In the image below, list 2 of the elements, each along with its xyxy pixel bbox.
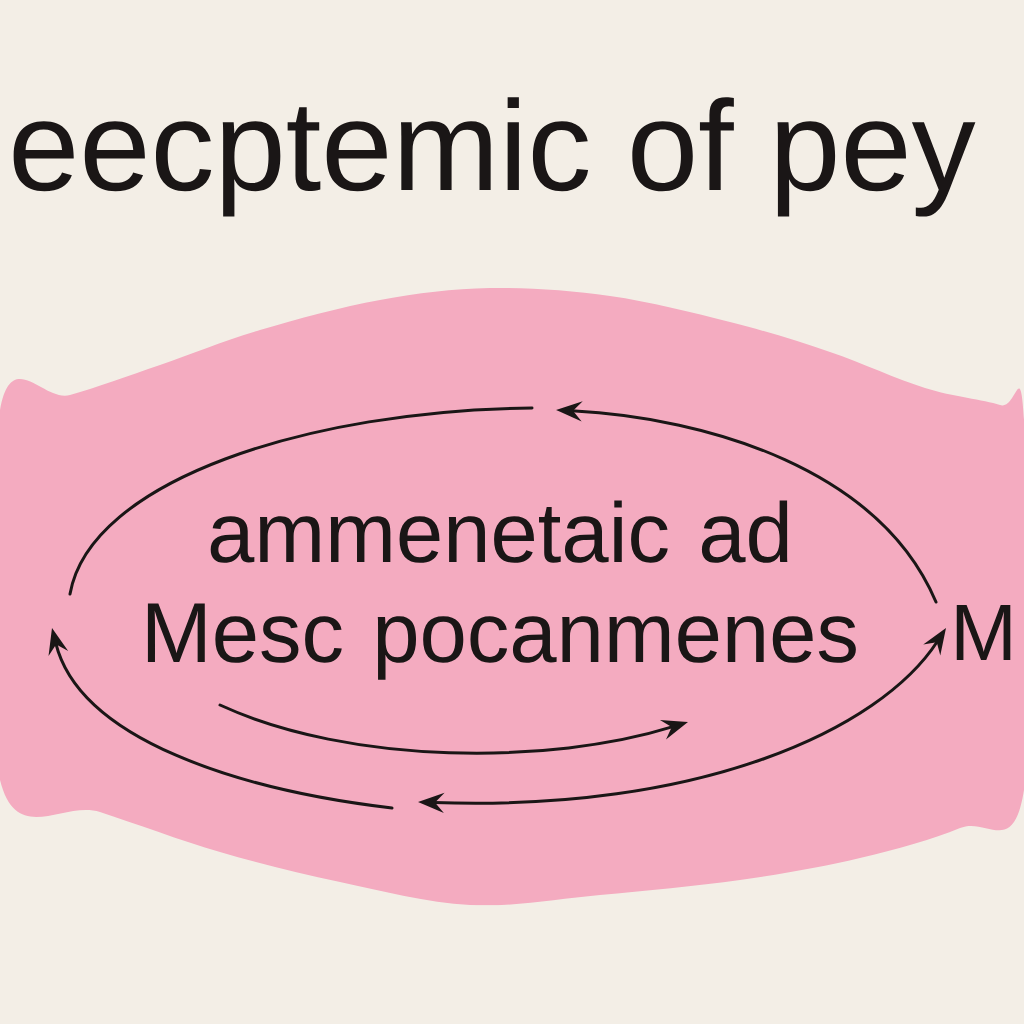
- title: eecptemic of pey: [13, 97, 976, 217]
- label-text: M: [956, 604, 1011, 660]
